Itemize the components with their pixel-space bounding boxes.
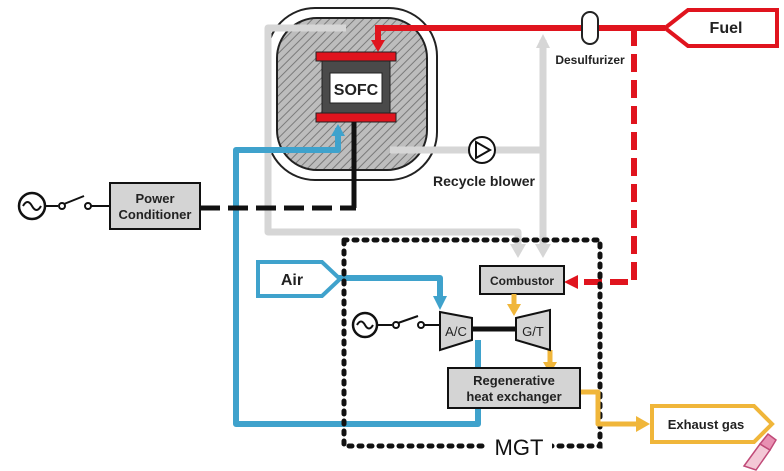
air-inlet-tag bbox=[256, 260, 343, 298]
exhaust-outlet-tag bbox=[650, 404, 775, 444]
power-conditioner-box bbox=[109, 182, 201, 230]
fuel-arrow-combustor bbox=[564, 275, 578, 289]
exhaust-arrow-out bbox=[636, 416, 650, 432]
regen-label-1: Regenerative bbox=[473, 373, 555, 388]
air-arrow-compressor bbox=[433, 296, 447, 310]
turbine-shape bbox=[515, 308, 551, 352]
exhaust-label: Exhaust gas bbox=[668, 417, 745, 432]
pump-arrow bbox=[475, 140, 493, 160]
desulfurizer-label: Desulfurizer bbox=[555, 53, 625, 67]
ac-wave bbox=[356, 320, 374, 330]
mgt-label: MGT bbox=[495, 435, 544, 460]
regen-label-2: heat exchanger bbox=[466, 389, 561, 404]
switch-icon bbox=[377, 315, 440, 329]
air-lines bbox=[233, 128, 481, 427]
exhaust-arrow-turbine bbox=[507, 304, 521, 316]
power-conditioner-label-1: Power bbox=[135, 191, 174, 206]
sofc-label: SOFC bbox=[334, 82, 379, 99]
compressor-shape bbox=[439, 310, 473, 352]
switch-icon bbox=[45, 195, 92, 210]
combustor-label: Combustor bbox=[490, 274, 554, 288]
power-conditioner-label-2: Conditioner bbox=[119, 207, 192, 222]
turbine-label: G/T bbox=[522, 324, 544, 339]
cursor-icon bbox=[742, 432, 777, 471]
air-label: Air bbox=[281, 272, 303, 289]
desulfurizer-icon bbox=[581, 11, 599, 45]
fuel-inlet-tag bbox=[661, 8, 779, 48]
fuel-bypass-dashed bbox=[578, 28, 637, 285]
combustor-box bbox=[479, 265, 565, 295]
fuel-label: Fuel bbox=[710, 20, 743, 37]
ac-wave bbox=[22, 201, 42, 211]
recycle-blower-label: Recycle blower bbox=[433, 173, 535, 189]
recycle-arrow-up bbox=[536, 34, 550, 48]
fuel-arrow-sofc bbox=[371, 40, 385, 52]
recycle-arrow-down-left bbox=[510, 244, 526, 258]
mgt-boundary bbox=[341, 237, 603, 449]
air-arrow-sofc bbox=[331, 124, 345, 136]
compressor-label: A/C bbox=[445, 324, 467, 339]
sofc-stack: SOFC bbox=[315, 51, 397, 123]
regen-heat-exchanger-box bbox=[447, 367, 581, 409]
recycle-arrow-down-right bbox=[535, 244, 551, 258]
mgt-label-bg bbox=[486, 432, 552, 460]
